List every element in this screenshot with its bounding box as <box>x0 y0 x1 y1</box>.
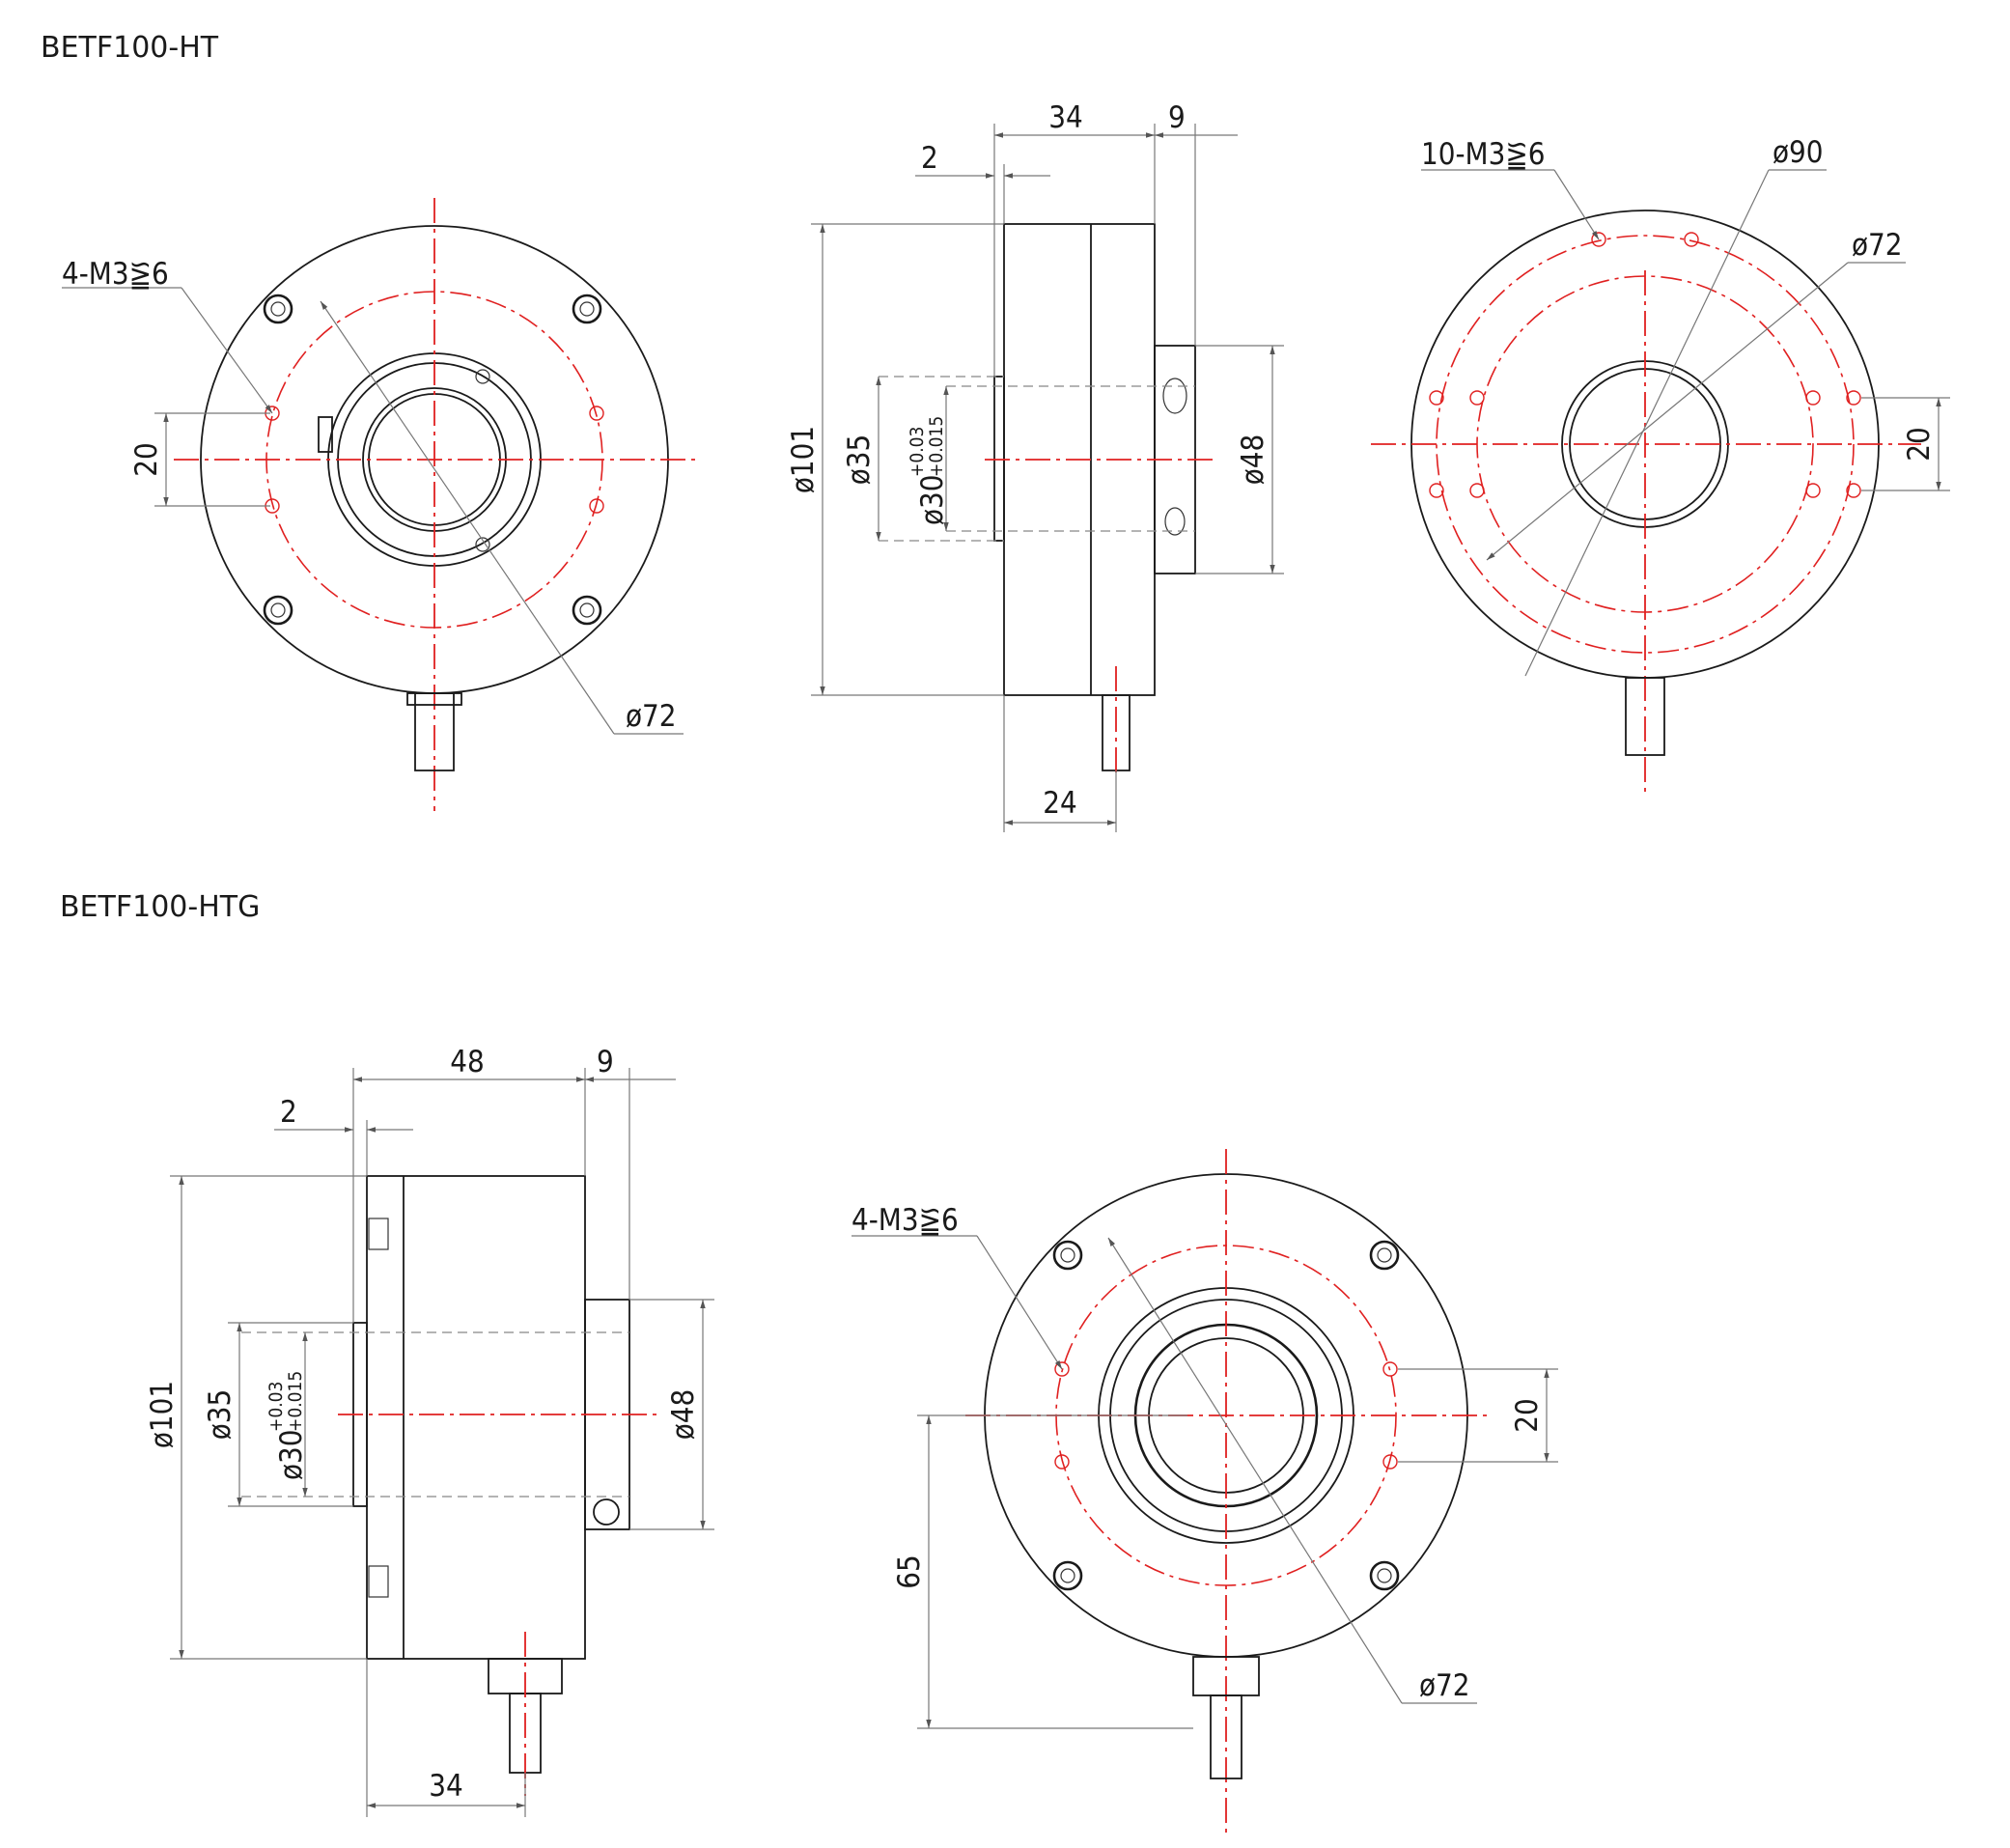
htg-side-len: 48 <box>450 1045 484 1079</box>
htg-side-outer: ø101 <box>145 1381 180 1448</box>
clamp-screw <box>475 369 490 384</box>
mount-hole-icon <box>1052 1240 1400 1591</box>
ht-side-clamp: ø48 <box>1236 434 1270 486</box>
ht-back-dist: 20 <box>1902 427 1937 461</box>
ht-front-holes-label: 4-M3⪠6 <box>62 257 169 292</box>
ht-side-flange: 2 <box>921 141 938 176</box>
ht-side-len: 34 <box>1048 100 1082 135</box>
clamp-screw-icon <box>593 1498 620 1526</box>
ht-side-bore: ø30 +0.03 +0.015 <box>907 416 950 525</box>
ht-side-bore-out: ø35 <box>842 434 877 486</box>
htg-front-height: 65 <box>892 1554 927 1588</box>
ht-side-view: 34 9 2 ø101 ø35 ø30 +0.03 +0.015 ø48 24 <box>786 100 1284 832</box>
ht-side-collar: 9 <box>1168 100 1186 135</box>
ht-back-view: 10-M3⪠6 ø90 ø72 20 <box>1371 135 1950 792</box>
svg-text:ø30: ø30 <box>915 474 950 525</box>
model-title-ht: BETF100-HT <box>41 31 219 65</box>
ht-side-outer: ø101 <box>786 426 821 493</box>
cable <box>1210 1694 1242 1779</box>
ht-back-pcd-out: ø90 <box>1773 135 1824 170</box>
svg-text:+0.015: +0.015 <box>285 1371 306 1432</box>
htg-front-view: 4-M3⪠6 20 65 ø72 <box>851 1149 1558 1834</box>
htg-side-cable: 34 <box>429 1769 462 1804</box>
htg-side-collar: 9 <box>597 1045 614 1079</box>
ht-back-holes-label: 10-M3⪠6 <box>1421 137 1545 172</box>
htg-side-view: 48 9 2 ø101 ø35 ø30 +0.03 +0.015 ø48 34 <box>145 1045 714 1817</box>
housing-body <box>366 1175 586 1660</box>
svg-text:+0.015: +0.015 <box>926 416 947 477</box>
ht-front-dist: 20 <box>129 442 164 476</box>
cable-nut <box>406 692 462 706</box>
svg-text:+0.03: +0.03 <box>265 1382 287 1432</box>
htg-side-bore: ø30 +0.03 +0.015 <box>265 1371 309 1480</box>
htg-front-dia: ø72 <box>1419 1668 1470 1703</box>
ht-front-dia: ø72 <box>626 699 677 734</box>
m3-hole-icon <box>1429 232 1861 498</box>
ht-front-view: 4-M3⪠6 20 ø72 <box>62 198 695 811</box>
flange <box>993 376 1005 542</box>
htg-front-dist: 20 <box>1510 1398 1545 1432</box>
m3-hole-icon <box>1054 1361 1398 1470</box>
htg-side-flange: 2 <box>280 1095 297 1130</box>
cable-gland <box>1625 677 1665 756</box>
clamp-slot <box>318 416 333 453</box>
pitch-circle-90 <box>1436 235 1855 654</box>
htg-side-bore-out: ø35 <box>203 1389 237 1441</box>
ht-side-cable: 24 <box>1043 786 1076 821</box>
clamp-screw <box>475 537 490 552</box>
mount-hole-icon <box>263 294 602 626</box>
svg-text:+0.03: +0.03 <box>907 427 928 477</box>
svg-text:ø30: ø30 <box>274 1429 309 1480</box>
htg-front-holes-label: 4-M3⪠6 <box>851 1203 959 1238</box>
ht-back-pcd-in: ø72 <box>1852 228 1903 263</box>
htg-side-clamp: ø48 <box>666 1389 701 1441</box>
model-title-htg: BETF100-HTG <box>60 890 261 924</box>
